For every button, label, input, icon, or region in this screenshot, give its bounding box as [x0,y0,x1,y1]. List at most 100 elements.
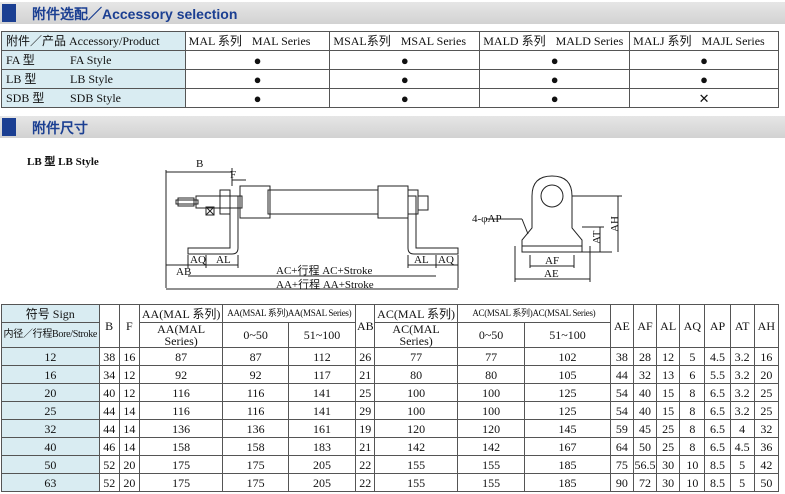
value-cell: 102 [524,347,611,366]
value-cell: 36 [753,437,780,456]
value-cell: 112 [287,347,357,366]
unavailable-cross: ✕ [629,88,779,108]
header-sign: 符号 Sign [1,304,100,323]
value-cell: 34 [98,365,120,384]
header-cell: AQ [679,304,706,348]
value-cell: 32 [632,365,658,384]
value-cell: 38 [609,347,634,366]
bore-cell: 16 [1,365,100,384]
header-cell: AL [656,304,681,348]
bore-cell: 20 [1,383,100,402]
value-cell: 59 [609,419,634,438]
dim-label-aa-stroke: AA+行程 AA+Stroke [276,278,374,291]
value-cell: 52 [98,455,120,474]
header-cell: AC(MAL 系列) [374,304,458,323]
value-cell: 158 [138,437,224,456]
value-cell: 64 [609,437,634,456]
value-cell: 8 [679,419,706,438]
value-cell: 32 [753,419,780,438]
value-cell: 14 [118,437,140,456]
value-cell: 21 [355,437,376,456]
value-cell: 22 [355,455,376,474]
value-cell: 56.5 [632,455,658,474]
value-cell: 4 [729,419,755,438]
end-view-bracket [521,175,583,253]
dim-label-ae: AE [544,268,559,280]
value-cell: 87 [222,347,289,366]
value-cell: 87 [138,347,224,366]
value-cell: 158 [222,437,289,456]
value-cell: 10 [679,473,706,492]
bore-cell: 63 [1,473,100,492]
value-cell: 161 [287,419,357,438]
value-cell: 100 [374,383,458,402]
header-cell: AA(MAL Series) [138,322,224,348]
bore-cell: 12 [1,347,100,366]
value-cell: 3.2 [729,383,755,402]
dim-label-aq: AQ [438,254,454,266]
section-header-accessory-dimensions: 附件尺寸 [0,116,785,138]
value-cell: 116 [138,383,224,402]
value-cell: 44 [98,419,120,438]
value-cell: 100 [456,401,526,420]
value-cell: 8.5 [704,455,731,474]
value-cell: 116 [138,401,224,420]
value-cell: 6.5 [704,437,731,456]
header-cell: 0~50 [222,322,289,348]
value-cell: 175 [138,455,224,474]
value-cell: 142 [456,437,526,456]
value-cell: 185 [524,455,611,474]
value-cell: 16 [753,347,780,366]
value-cell: 25 [355,383,376,402]
value-cell: 77 [456,347,526,366]
section-marker [2,4,16,22]
header-bore-stroke: 内径／行程Bore/Stroke [1,322,100,348]
value-cell: 40 [632,383,658,402]
value-cell: 142 [374,437,458,456]
section-header-accessory-selection: 附件选配／Accessory selection [0,2,785,24]
value-cell: 38 [98,347,120,366]
value-cell: 5 [729,455,755,474]
value-cell: 120 [374,419,458,438]
value-cell: 54 [609,401,634,420]
value-cell: 155 [374,473,458,492]
drawing-title: LB 型 LB Style [27,156,99,168]
dim-label-aq: AQ [190,254,206,266]
value-cell: 15 [656,383,681,402]
header-cell: AH [753,304,780,348]
value-cell: 100 [374,401,458,420]
value-cell: 205 [287,473,357,492]
header-cell: AC(MAL Series) [374,322,458,348]
value-cell: 40 [98,383,120,402]
value-cell: 105 [524,365,611,384]
header-cell: 51~100 [287,322,357,348]
value-cell: 42 [753,455,780,474]
value-cell: 30 [656,455,681,474]
value-cell: 14 [118,419,140,438]
value-cell: 28 [632,347,658,366]
cylinder-body [267,189,379,215]
value-cell: 30 [656,473,681,492]
value-cell: 141 [287,401,357,420]
value-cell: 136 [222,419,289,438]
value-cell: 3.2 [729,347,755,366]
header-cell: AC(MSAL 系列)AC(MSAL Series) [456,304,611,323]
value-cell: 16 [118,347,140,366]
value-cell: 77 [374,347,458,366]
mount-nut [219,189,231,215]
availability-dot: ● [479,88,631,108]
value-cell: 14 [118,401,140,420]
value-cell: 6.5 [704,383,731,402]
header-cell: 0~50 [456,322,526,348]
value-cell: 100 [456,383,526,402]
value-cell: 92 [222,365,289,384]
value-cell: 44 [98,401,120,420]
